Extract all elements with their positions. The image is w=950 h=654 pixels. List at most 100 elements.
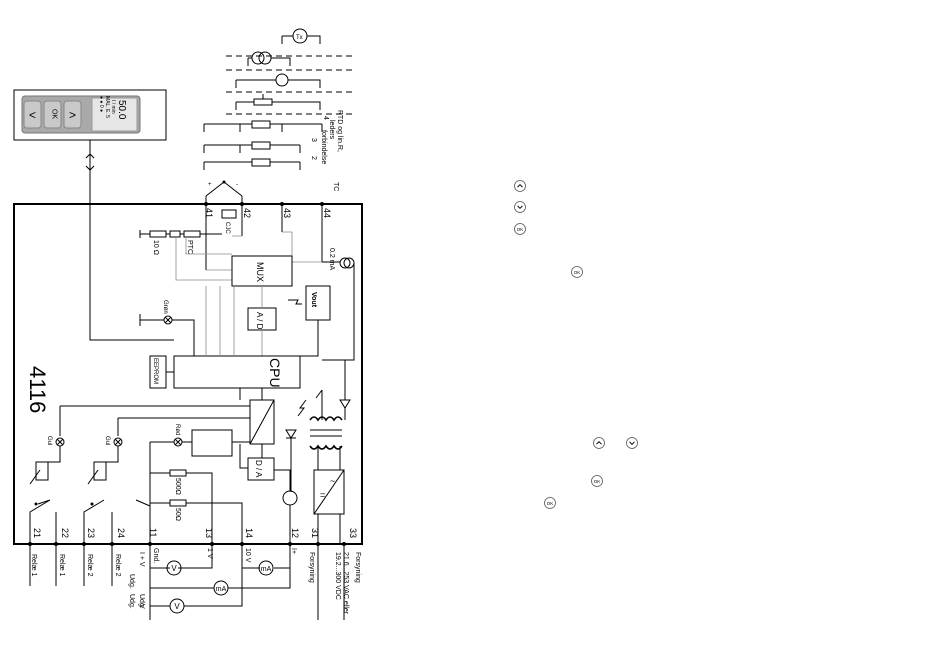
left-key-label: < xyxy=(29,108,36,122)
yellow2-label: Gul xyxy=(104,436,110,445)
bidirectional-arrow-icon xyxy=(85,153,95,171)
output-cs-wire xyxy=(274,469,291,544)
voltmeter-icon xyxy=(166,560,182,576)
cjc-sensor xyxy=(221,209,237,219)
nav-icons: OK OK OK OK xyxy=(514,180,638,509)
green-led-wire xyxy=(139,314,195,356)
transformer-top xyxy=(315,389,323,420)
led-driver-block xyxy=(191,429,233,457)
switch-wire xyxy=(288,299,302,305)
connection-label: forbindelse xyxy=(320,130,327,164)
diode-2 xyxy=(339,399,351,409)
tc-junction xyxy=(222,180,226,184)
vlimit-wire xyxy=(300,320,319,357)
rtd3-wire xyxy=(203,144,301,153)
resistor-small xyxy=(169,230,181,238)
terminal-24: 24 xyxy=(116,528,126,538)
transformer-core xyxy=(310,429,342,437)
cs-loop xyxy=(322,261,355,361)
supply-leads xyxy=(317,544,345,620)
down-icon xyxy=(514,201,526,213)
cpu-label: CPU xyxy=(267,358,283,388)
rtd-3wire xyxy=(251,141,271,150)
relay-coil-1 xyxy=(35,461,49,481)
terminal-21: 21 xyxy=(32,528,42,538)
relay2b-label: Relæ 2 xyxy=(114,554,121,577)
terminal-33: 33 xyxy=(348,528,358,538)
r500-label: 500Ω xyxy=(174,478,181,495)
ok-key[interactable] xyxy=(43,100,62,129)
out2-label: Udg. xyxy=(128,594,135,609)
v-meter-2-loop xyxy=(150,544,243,607)
mux-block xyxy=(231,255,293,287)
cjc-label: CJC xyxy=(224,222,230,234)
input-section: Tx + - RTD og lin.R, leders fo xyxy=(203,28,356,202)
out-iv-label: I + V xyxy=(138,552,145,567)
psu-wire xyxy=(317,446,341,544)
left-key[interactable] xyxy=(23,100,42,129)
isolation-diag xyxy=(249,399,275,445)
ptc-resistor xyxy=(183,230,201,238)
output-current-source xyxy=(282,490,298,506)
da-wire xyxy=(239,444,263,469)
lcd-status: ● ● 0 ● xyxy=(98,96,104,112)
n2-label: 2 xyxy=(310,156,317,160)
lcd-value: 50.0 xyxy=(116,100,127,120)
current-source-0-2ma xyxy=(339,257,351,269)
relay1b-label: Relæ 1 xyxy=(58,554,65,577)
ptc-label: PTC xyxy=(186,240,193,254)
current-label: 0.2 mA xyxy=(328,248,335,271)
terminal-43: 43 xyxy=(282,208,292,218)
diode-wire xyxy=(290,360,346,492)
out-v-label: V xyxy=(138,604,145,609)
ok-icon: OK xyxy=(571,266,583,278)
mux-feed-2 xyxy=(175,237,232,281)
mux-label: MUX xyxy=(255,262,265,282)
relay-coil-arms xyxy=(29,469,99,485)
cpu-block xyxy=(173,355,301,389)
down-icon xyxy=(626,437,638,449)
rtd-2wire xyxy=(251,158,271,167)
ma-meter-2-loop xyxy=(150,544,291,589)
gnd-label: Gnd. xyxy=(152,548,159,563)
current-source-icon-2 xyxy=(258,51,272,65)
vlimit-label: Vout xyxy=(310,292,317,308)
transformer xyxy=(309,416,343,450)
rtd4-wire xyxy=(203,123,323,132)
lcd-display xyxy=(91,97,138,132)
yellow-led-2-cross xyxy=(114,438,122,446)
input-lines xyxy=(205,204,323,270)
terminal-14: 14 xyxy=(244,528,254,538)
red-label: Rød xyxy=(174,424,180,435)
terminal-13: 13 xyxy=(204,528,214,538)
resistor-500ohm xyxy=(169,469,187,477)
milliammeter-2-icon xyxy=(213,580,229,596)
green-label: Grøn xyxy=(162,300,168,314)
voltmeter-label: V xyxy=(171,564,177,573)
potentiometer xyxy=(253,98,273,106)
ref-ground xyxy=(139,230,150,238)
psu-dc-symbol: = xyxy=(320,490,325,500)
cpu-buses xyxy=(205,286,235,356)
da-label: D / A xyxy=(254,460,263,478)
yellow-led-1-cross xyxy=(56,438,64,446)
relay-contacts xyxy=(29,499,113,544)
module-housing xyxy=(13,203,363,545)
mux-feed xyxy=(206,231,322,271)
tx-wire xyxy=(281,35,321,44)
svg-text:OK: OK xyxy=(594,479,601,484)
r10-label: 10 Ω xyxy=(152,240,159,255)
right-key[interactable] xyxy=(63,100,82,129)
external-wiring: Relæ 1 Relæ 1 Relæ 2 Relæ 2 Gnd. 1 V 10 … xyxy=(29,544,361,620)
cs-wire xyxy=(247,57,291,66)
ok-icon: OK xyxy=(544,497,556,509)
vs-wire xyxy=(235,79,321,88)
ad-label: A / D xyxy=(255,312,264,330)
svg-text:OK: OK xyxy=(574,270,581,275)
ac-label: 21.6...253 VAC eller xyxy=(342,552,349,615)
n4-label: 4 xyxy=(322,116,329,120)
relay-coil-2 xyxy=(93,461,107,481)
resistor-50ohm xyxy=(169,499,187,507)
v10-label: 10 V xyxy=(244,548,251,563)
da-block xyxy=(247,457,275,481)
